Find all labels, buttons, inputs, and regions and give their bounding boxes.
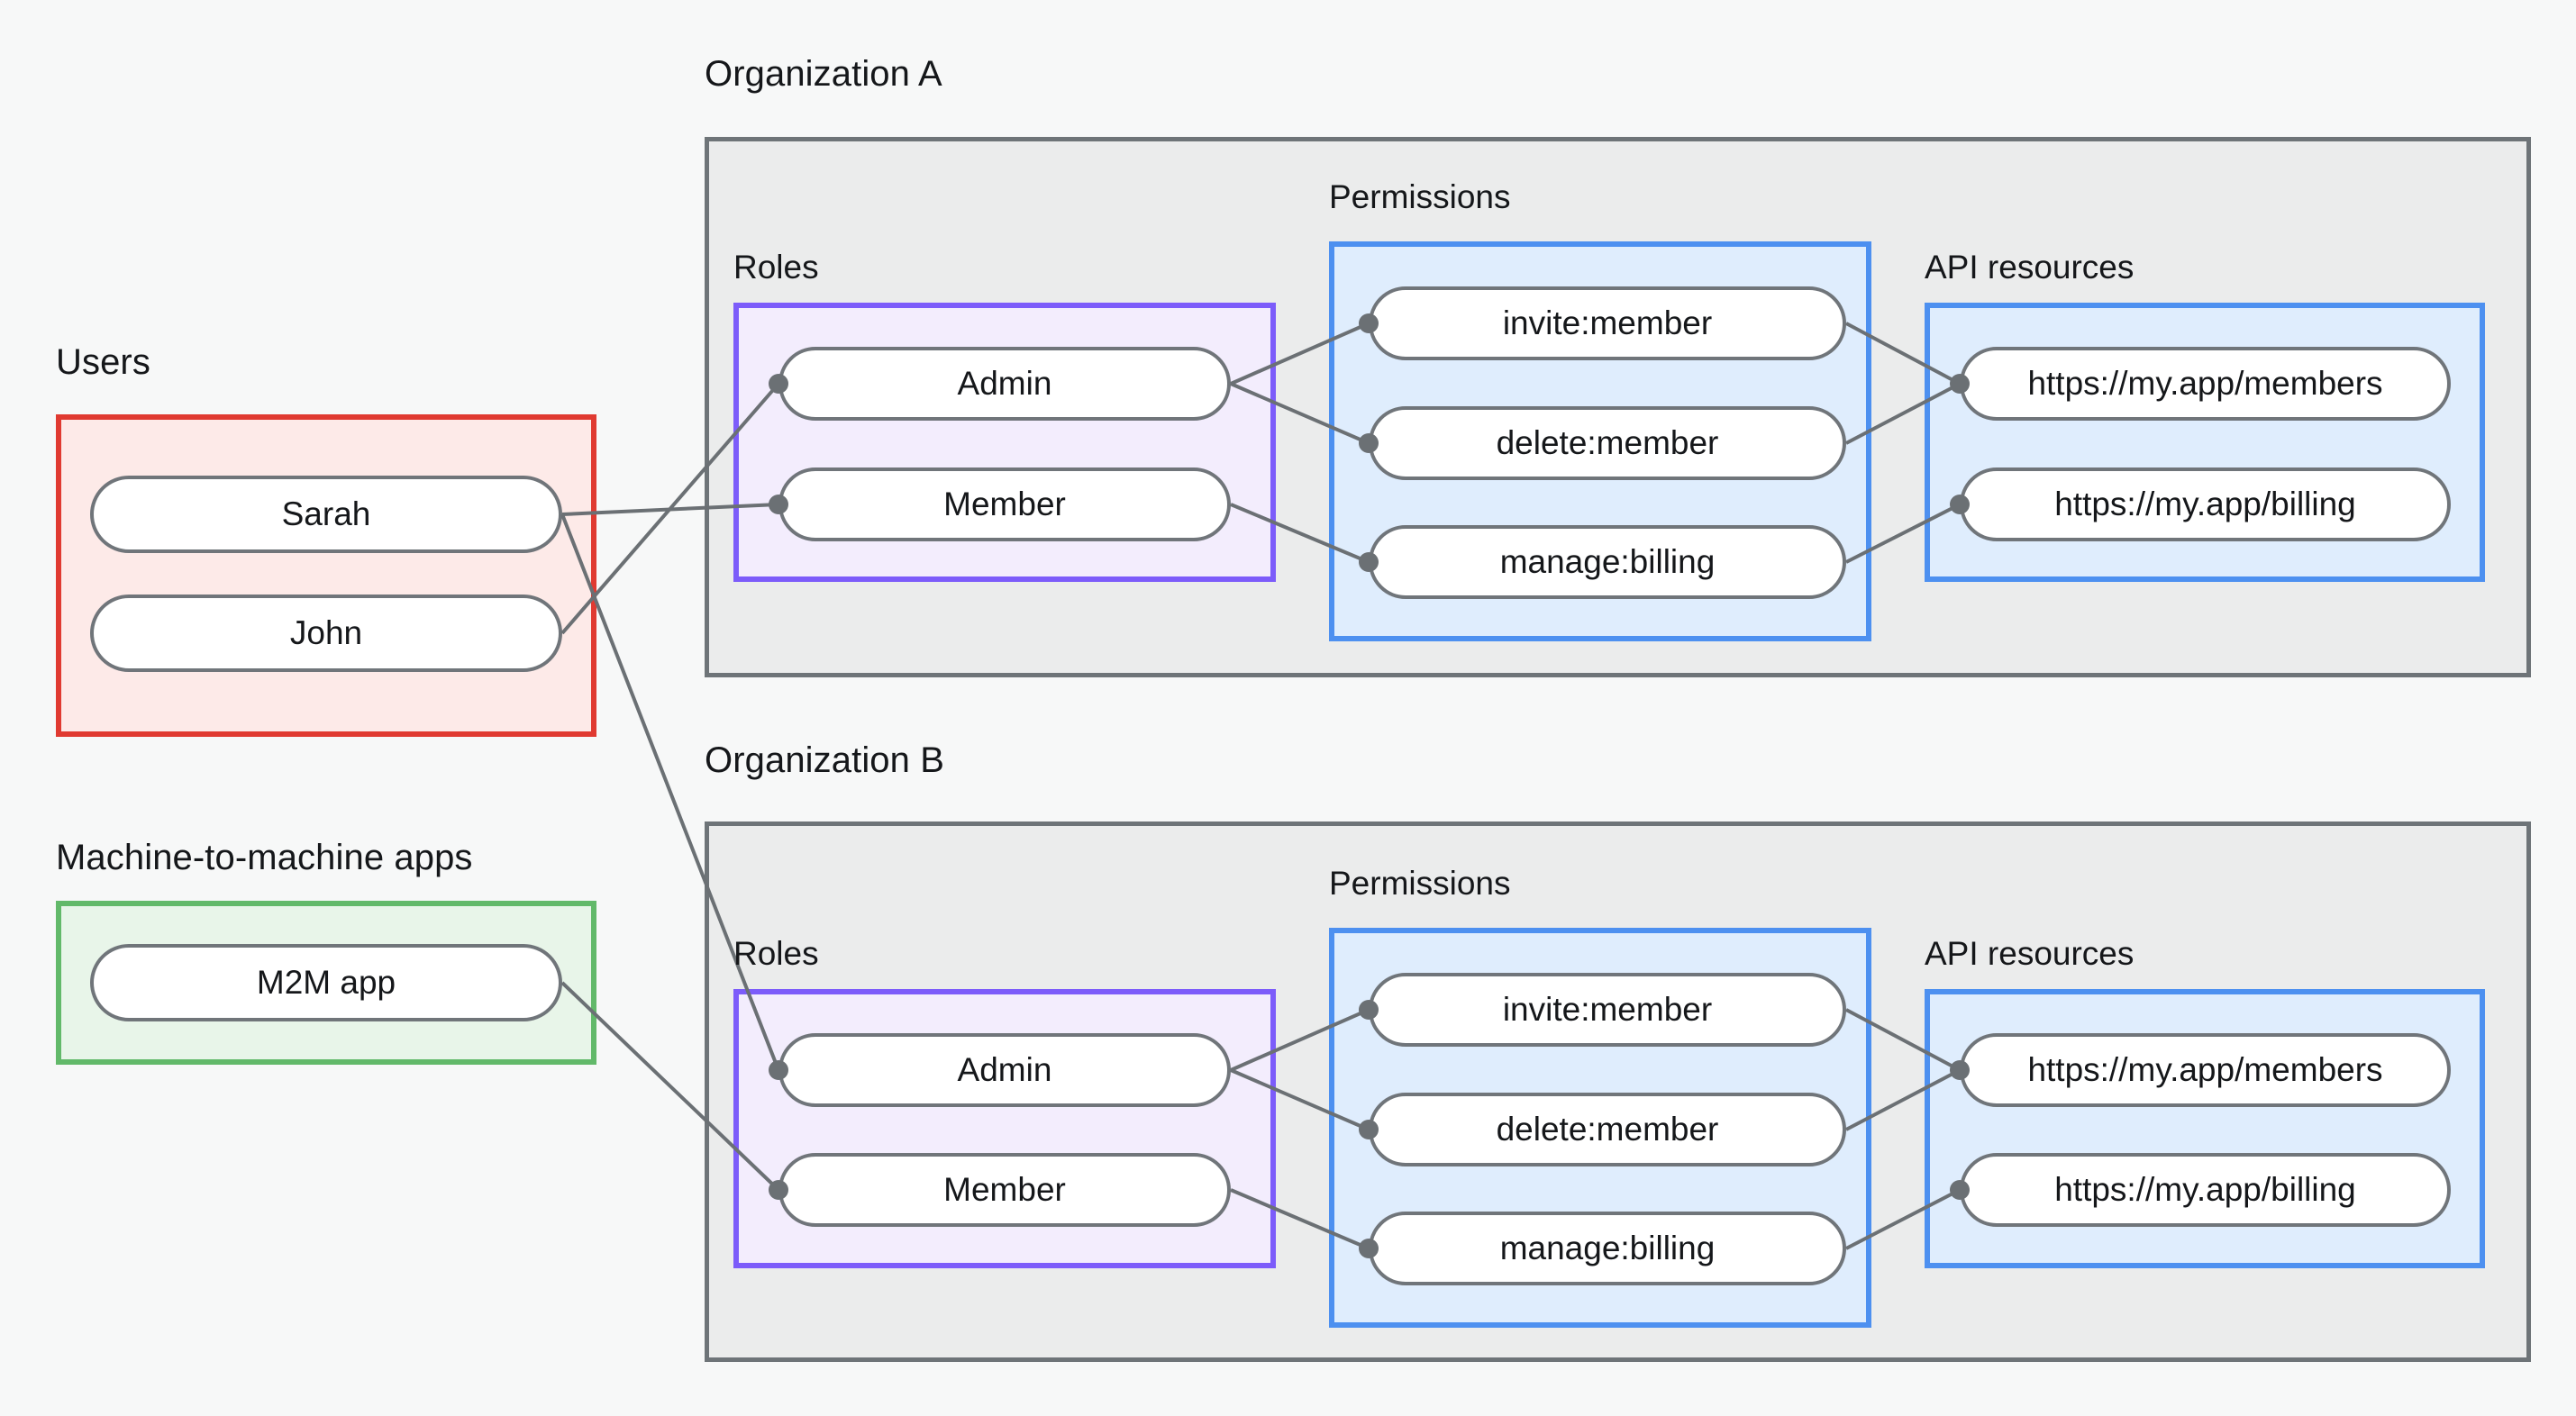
org-a-permission-manage-billing-label: manage:billing (1499, 543, 1716, 580)
org-b-api-billing-label: https://my.app/billing (2054, 1171, 2356, 1208)
org-b-api-members[interactable]: https://my.app/members (1960, 1033, 2451, 1107)
org-b-permissions-title: Permissions (1329, 865, 1511, 902)
org-a-permission-manage-billing[interactable]: manage:billing (1369, 525, 1846, 599)
user-sarah-label: Sarah (281, 495, 371, 532)
org-b-permission-invite-member[interactable]: invite:member (1369, 973, 1846, 1047)
org-b-api-title: API resources (1925, 935, 2135, 972)
org-b-permission-manage-billing[interactable]: manage:billing (1369, 1212, 1846, 1285)
users-title: Users (56, 342, 150, 382)
org-a-api-billing[interactable]: https://my.app/billing (1960, 467, 2451, 541)
org-b-role-member[interactable]: Member (778, 1153, 1231, 1227)
org-a-role-admin-label: Admin (957, 365, 1052, 402)
user-sarah[interactable]: Sarah (90, 476, 562, 553)
org-b-role-admin-label: Admin (957, 1051, 1052, 1088)
org-a-api-billing-label: https://my.app/billing (2054, 486, 2356, 522)
org-a-permissions-title: Permissions (1329, 178, 1511, 215)
org-b-api-billing[interactable]: https://my.app/billing (1960, 1153, 2451, 1227)
org-a-api-members-label: https://my.app/members (2027, 365, 2383, 402)
org-b-permission-delete-member[interactable]: delete:member (1369, 1093, 1846, 1166)
org-b-permission-invite-member-label: invite:member (1502, 991, 1713, 1028)
org-b-permission-manage-billing-label: manage:billing (1499, 1230, 1716, 1266)
org-a-role-member[interactable]: Member (778, 467, 1231, 541)
org-b-role-admin[interactable]: Admin (778, 1033, 1231, 1107)
org-a-permission-invite-member[interactable]: invite:member (1369, 286, 1846, 360)
org-a-roles-title: Roles (733, 249, 819, 286)
org-a-title: Organization A (705, 54, 942, 94)
org-a-api-title: API resources (1925, 249, 2135, 286)
org-a-permission-invite-member-label: invite:member (1502, 304, 1713, 341)
org-a-permission-delete-member-label: delete:member (1496, 424, 1719, 461)
org-a-role-admin[interactable]: Admin (778, 347, 1231, 421)
user-john-label: John (289, 614, 363, 651)
m2m-app-label: M2M app (256, 964, 396, 1001)
org-b-role-member-label: Member (943, 1171, 1066, 1208)
org-a-role-member-label: Member (943, 486, 1066, 522)
org-a-permission-delete-member[interactable]: delete:member (1369, 406, 1846, 480)
org-b-roles-title: Roles (733, 935, 819, 972)
m2m-title: Machine-to-machine apps (56, 838, 473, 877)
m2m-app[interactable]: M2M app (90, 944, 562, 1021)
users-pool (56, 414, 596, 737)
org-b-api-members-label: https://my.app/members (2027, 1051, 2383, 1088)
org-b-title: Organization B (705, 740, 944, 780)
user-john[interactable]: John (90, 595, 562, 672)
org-a-api-members[interactable]: https://my.app/members (1960, 347, 2451, 421)
org-b-permission-delete-member-label: delete:member (1496, 1111, 1719, 1148)
